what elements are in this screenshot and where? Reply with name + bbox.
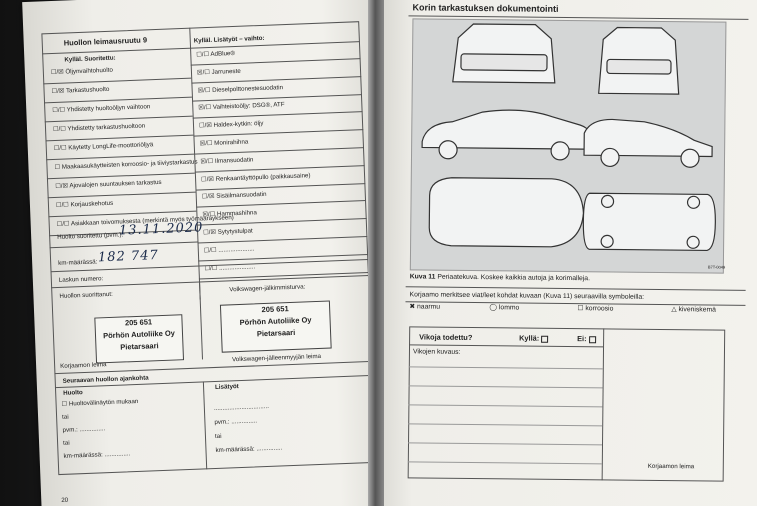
left-page: Huollon leimausruutu 9 Kylläl. Suoritett… bbox=[22, 0, 394, 506]
next-service-row: tai bbox=[62, 439, 70, 447]
marking-instruction: Korjaamo merkitsee viat/leet kohdat kuva… bbox=[409, 291, 645, 301]
car-underbody-view bbox=[582, 192, 716, 252]
next-service-right: ................................pvm.: ..… bbox=[22, 0, 374, 454]
yes-option[interactable]: Kyllä: bbox=[519, 333, 549, 343]
km-value: 182 747 bbox=[97, 248, 160, 266]
car-side-right bbox=[583, 118, 713, 158]
km-label: km-määrässä: bbox=[58, 258, 98, 267]
no-checkbox[interactable] bbox=[588, 335, 596, 343]
extra-work-list: ☐/☐ AdBlue®☒/☐ Jarruneste☒/☐ Dieselpoltt… bbox=[22, 0, 374, 280]
next-service-row: tai bbox=[61, 413, 69, 421]
car-top-view bbox=[428, 177, 585, 248]
body-diagram bbox=[409, 18, 727, 274]
yes-checkbox[interactable] bbox=[541, 335, 549, 343]
next-extra-row: tai bbox=[214, 432, 222, 441]
car-outline-drawings bbox=[421, 23, 716, 252]
symbol-stone-chip: △ kiveniskemä bbox=[671, 306, 716, 314]
symbol-corrosion: ☐ korroosio bbox=[577, 305, 614, 313]
no-option[interactable]: Ei: bbox=[577, 334, 596, 343]
page-number: 20 bbox=[61, 496, 69, 504]
symbol-dent: ◯ lommo bbox=[489, 304, 520, 312]
extra-work-item: ☐/☐ AdBlue® bbox=[196, 49, 236, 59]
right-page: Korin tarkastuksen dokumentointi bbox=[373, 0, 757, 506]
workshop-stamp-label: Korjaamon leima bbox=[647, 462, 695, 471]
book-gutter bbox=[368, 0, 384, 506]
next-col2: Lisätyöt bbox=[214, 383, 239, 391]
figure-caption: Kuva 11 Periaatekuva. Koskee kaikkia aut… bbox=[409, 273, 591, 283]
next-col1: Huolto bbox=[63, 389, 83, 397]
defects-question: Vikoja todettu? bbox=[419, 332, 473, 343]
defects-description-label: Vikojen kuvaus: bbox=[412, 348, 461, 356]
diagram-ref: B7T-0049 bbox=[707, 264, 726, 270]
page-title: Korin tarkastuksen dokumentointi bbox=[412, 2, 559, 14]
car-rear-view bbox=[452, 23, 556, 84]
symbol-scratch: ✖ naarmu bbox=[409, 303, 441, 311]
performed-list: ☐/☒ Öljynvaihtohuolto☐/☒ Tarkastushuolto… bbox=[22, 0, 374, 237]
